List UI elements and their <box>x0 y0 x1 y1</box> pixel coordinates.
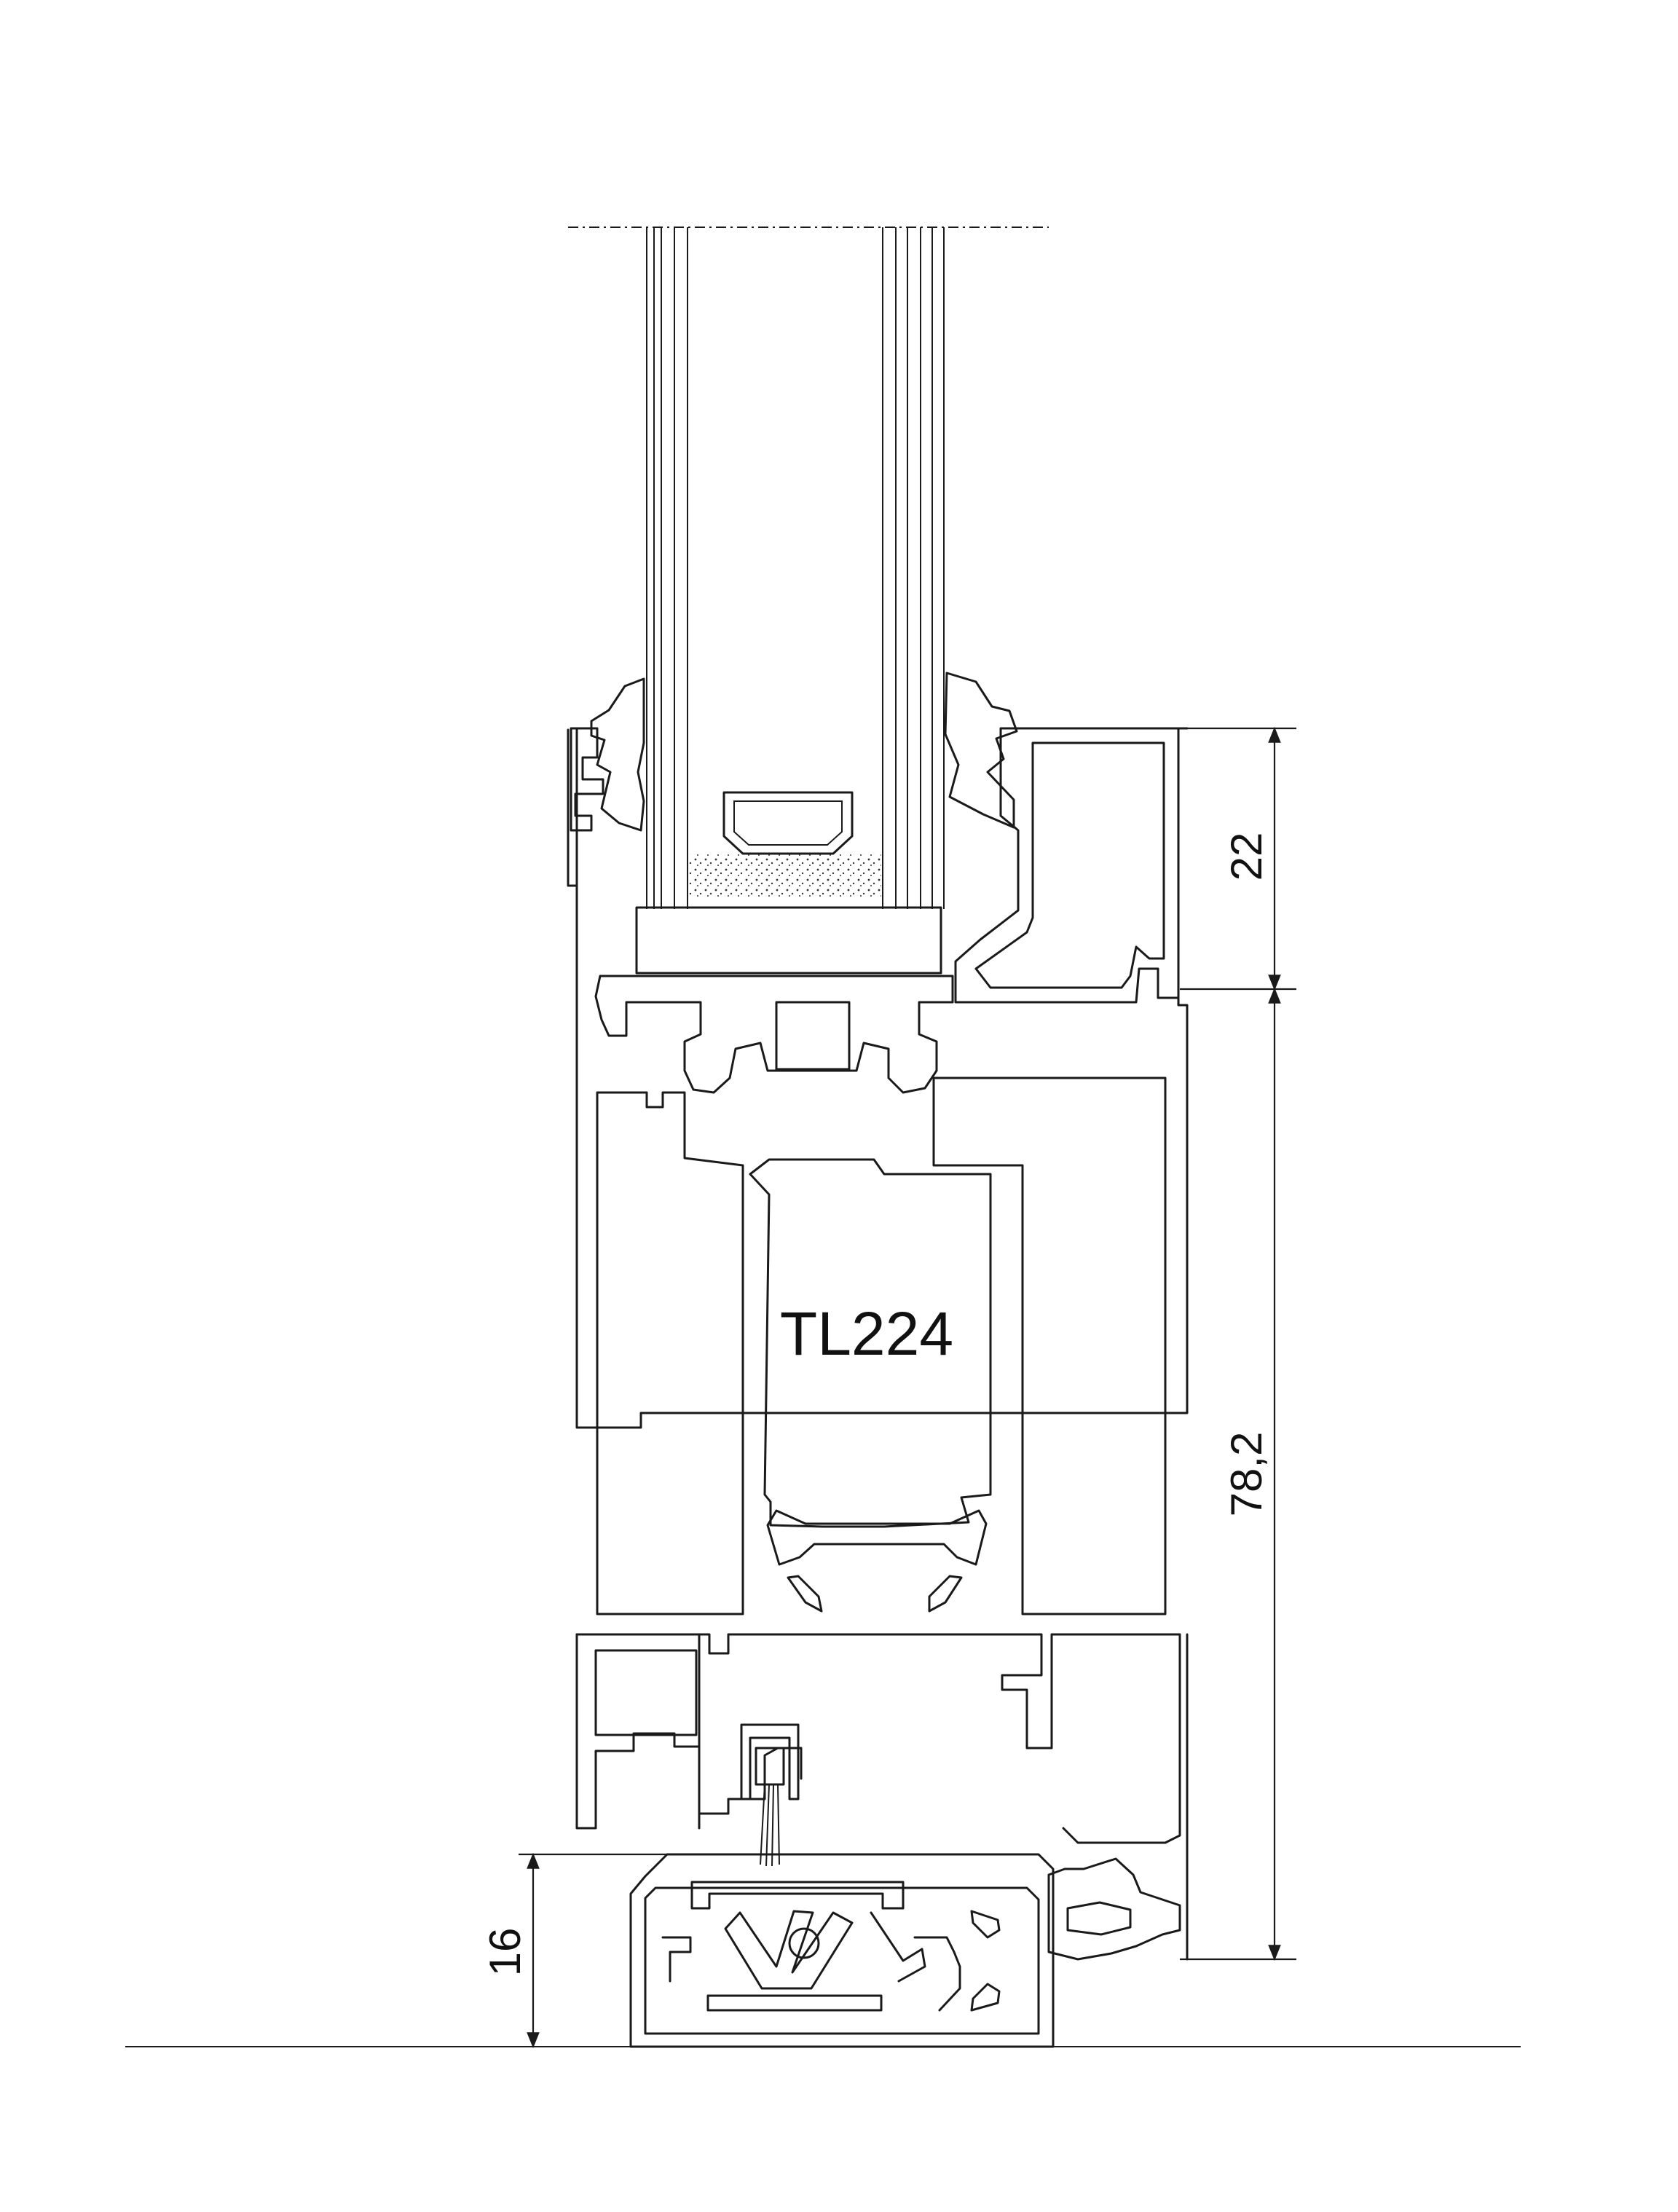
dimension-label-22: 22 <box>1222 833 1271 881</box>
dimension-label-78-2: 78,2 <box>1222 1432 1271 1517</box>
right-glazing-gasket <box>944 672 1018 829</box>
sill-profile <box>629 1853 1055 2048</box>
dimension-lines <box>519 726 1296 2049</box>
sash-chamber-center <box>749 1158 992 1528</box>
thermal-break-bottom <box>766 1509 988 1566</box>
glazing-block <box>635 906 942 975</box>
sash-chamber-right <box>932 1077 1167 1615</box>
profile-label: TL224 <box>780 1299 953 1368</box>
glazing-bead-right <box>954 727 1180 1004</box>
glass-unit <box>646 227 945 909</box>
left-glazing-gasket <box>590 677 645 832</box>
brush-seal <box>740 1723 800 1867</box>
thermal-break-top <box>594 975 954 1094</box>
sash-frame <box>575 727 1189 1429</box>
sash-chamber-left <box>596 1091 744 1615</box>
frame-lower <box>575 1633 1181 1844</box>
bottom-gasket <box>1047 1857 1181 1961</box>
glazing-bead-left <box>570 727 604 832</box>
dimension-label-16: 16 <box>481 1928 529 1977</box>
